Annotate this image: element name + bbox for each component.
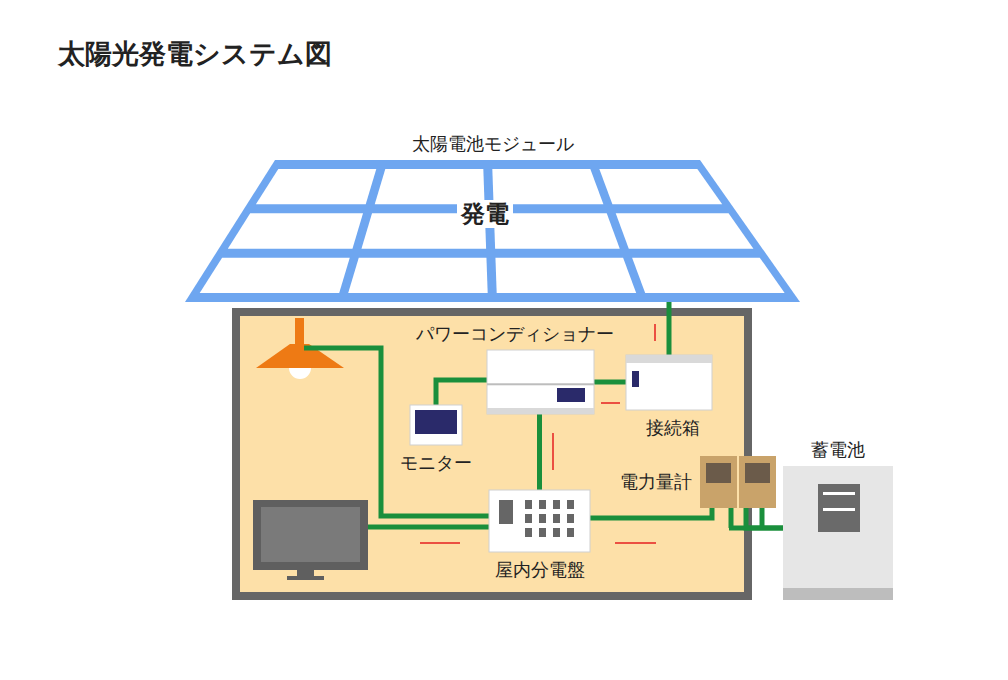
current-mark <box>552 433 554 470</box>
component-label: 接続箱 <box>646 417 700 439</box>
component: 蓄電池 <box>783 466 893 600</box>
board-breaker <box>553 514 560 523</box>
component-label: 太陽電池モジュール <box>412 133 574 155</box>
battery-wire <box>729 508 734 528</box>
board-main-breaker <box>499 500 513 524</box>
meter-body <box>700 456 737 508</box>
meter-window <box>706 463 731 483</box>
board-breaker <box>539 514 546 523</box>
title: 太陽光発電システム図 <box>58 36 332 72</box>
battery-body <box>783 466 893 600</box>
component-label: 蓄電池 <box>811 439 865 461</box>
component-shape <box>410 405 462 445</box>
component-label: 発電 <box>457 200 513 229</box>
panel-frame <box>185 160 800 302</box>
pcs-base <box>487 408 594 414</box>
component-label: 屋内分電盤 <box>495 559 585 581</box>
solar-cell <box>495 258 636 293</box>
battery-line <box>823 508 855 511</box>
component-label: パワーコンディショナー <box>416 323 614 345</box>
meter-window <box>745 463 770 483</box>
solar-cell <box>228 213 363 248</box>
pcs-body <box>487 350 594 414</box>
tv-body <box>253 500 368 570</box>
board-breaker <box>567 514 574 523</box>
solar-cell <box>348 258 487 293</box>
meter-body <box>739 456 776 508</box>
component-shape <box>783 466 893 600</box>
component: モニター <box>410 405 462 445</box>
component-shape <box>185 160 800 302</box>
component-shape <box>489 490 590 552</box>
component-shape <box>487 350 594 414</box>
solar-cell <box>616 213 754 248</box>
junction-indicator <box>632 371 639 387</box>
component: 屋内分電盤 <box>489 490 590 552</box>
board-breaker <box>553 500 560 509</box>
monitor-body <box>410 405 462 445</box>
solar-cell <box>599 169 722 204</box>
component-shape <box>626 355 712 410</box>
component: 接続箱 <box>626 355 712 410</box>
board-breaker <box>539 528 546 537</box>
current-mark <box>615 542 656 544</box>
component: 電力量計 <box>700 456 776 508</box>
solar-cell <box>200 258 350 293</box>
component: パワーコンディショナー <box>487 350 594 414</box>
component-label: 電力量計 <box>620 471 692 493</box>
junction-body <box>626 355 712 410</box>
current-mark <box>601 402 620 404</box>
battery-line <box>823 492 855 495</box>
current-mark <box>654 324 656 341</box>
board-breaker <box>525 500 532 509</box>
lamp-wire <box>304 348 489 516</box>
lamp-stem <box>295 318 304 346</box>
house-outline <box>236 312 748 596</box>
power-wire <box>667 302 672 355</box>
board-breaker <box>525 514 532 523</box>
board-breaker <box>525 528 532 537</box>
monitor-screen <box>415 410 457 434</box>
board-breaker <box>567 500 574 509</box>
current-mark <box>420 542 460 544</box>
tv-stand <box>297 570 314 576</box>
power-wire <box>436 380 487 405</box>
component-label: モニター <box>400 452 472 474</box>
battery-wire <box>760 508 765 528</box>
battery-base <box>783 588 893 600</box>
tv-wire <box>368 525 489 530</box>
junction-top <box>626 355 712 363</box>
component: 太陽電池モジュール発電 <box>185 160 800 302</box>
solar-cell <box>256 169 376 204</box>
tv-screen <box>261 507 360 562</box>
battery-panel <box>818 484 860 532</box>
board-breaker <box>553 528 560 537</box>
component-shape <box>700 456 776 508</box>
tv-base <box>287 576 324 580</box>
pcs-line <box>487 383 594 385</box>
lamp-bulb <box>289 368 311 379</box>
board-breaker <box>567 528 574 537</box>
power-wire <box>746 508 783 528</box>
solar-cell <box>632 258 785 293</box>
power-wire <box>590 508 712 518</box>
power-wire <box>537 414 542 490</box>
board-breaker <box>539 500 546 509</box>
pcs-display <box>557 388 585 402</box>
board-body <box>489 490 590 552</box>
power-wire <box>594 380 626 385</box>
